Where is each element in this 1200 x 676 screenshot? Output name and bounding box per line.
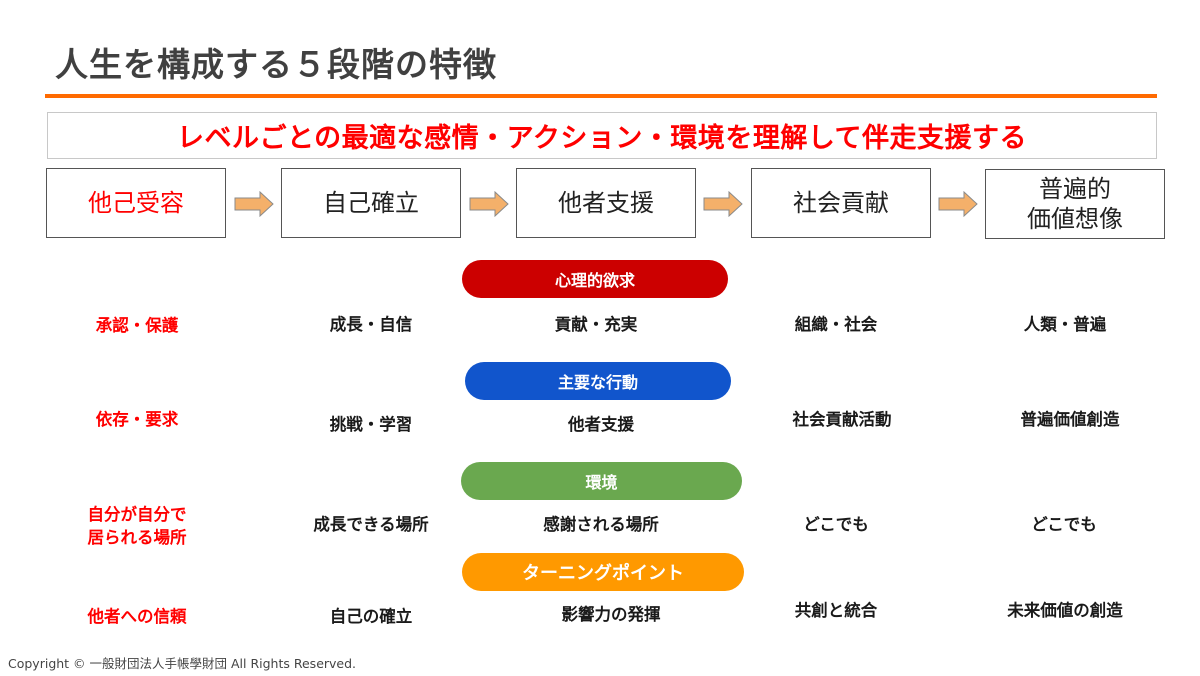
cell-actions-stage2: 挑戦・学習 [329, 415, 413, 434]
cell-needs-stage3: 貢献・充実 [554, 315, 638, 334]
cell-env-stage4: どこでも [803, 515, 869, 534]
stage-box-1: 他己受容 [46, 168, 226, 238]
cell-line1: 自分が自分で [87, 505, 187, 524]
right-arrow-icon [469, 191, 509, 217]
copyright-footer: Copyright © 一般財団法人手帳學財団 All Rights Reser… [8, 656, 357, 671]
cell-env-stage2: 成長できる場所 [313, 515, 429, 534]
cell-needs-stage1: 承認・保護 [95, 316, 179, 335]
subtitle-box: レベルごとの最適な感情・アクション・環境を理解して伴走支援する [47, 112, 1157, 159]
stage-label-line1: 普遍的 [1039, 175, 1111, 203]
cell-line2: 居られる場所 [87, 528, 187, 547]
cell-env-stage3: 感謝される場所 [543, 515, 659, 534]
cell-needs-stage2: 成長・自信 [329, 315, 413, 334]
cell-needs-stage4: 組織・社会 [794, 315, 878, 334]
category-label: 主要な行動 [557, 373, 638, 392]
cell-actions-stage1: 依存・要求 [95, 410, 179, 429]
right-arrow-icon [703, 191, 743, 217]
category-label: ターニングポイント [522, 563, 684, 584]
stage-label: 他者支援 [558, 189, 654, 217]
category-pill-main-actions: 主要な行動 [465, 362, 731, 400]
right-arrow-icon [234, 191, 274, 217]
category-label: 心理的欲求 [554, 271, 635, 290]
category-pill-environment: 環境 [461, 462, 742, 500]
category-pill-turning-point: ターニングポイント [462, 553, 744, 591]
cell-actions-stage4: 社会貢献活動 [792, 410, 892, 429]
right-arrow-icon [938, 191, 978, 217]
cell-turning-stage5: 未来価値の創造 [1007, 601, 1123, 620]
cell-needs-stage5: 人類・普遍 [1023, 315, 1107, 334]
cell-env-stage1: 自分が自分で 居られる場所 [37, 503, 237, 549]
stage-label: 自己確立 [323, 189, 419, 217]
subtitle: レベルごとの最適な感情・アクション・環境を理解して伴走支援する [176, 123, 1028, 154]
title-divider [45, 94, 1157, 98]
stage-box-5: 普遍的 価値想像 [985, 169, 1165, 239]
stage-box-3: 他者支援 [516, 168, 696, 238]
cell-turning-stage1: 他者への信頼 [87, 607, 187, 626]
stage-box-4: 社会貢献 [751, 168, 931, 238]
page-title: 人生を構成する５段階の特徴 [55, 45, 497, 84]
stage-label-line2: 価値想像 [1027, 205, 1123, 233]
stage-box-2: 自己確立 [281, 168, 461, 238]
cell-turning-stage4: 共創と統合 [794, 601, 878, 620]
cell-env-stage5: どこでも [1031, 515, 1097, 534]
cell-turning-stage2: 自己の確立 [329, 607, 413, 626]
category-label: 環境 [585, 473, 618, 492]
stage-label: 社会貢献 [793, 189, 889, 217]
stage-label: 他己受容 [88, 189, 184, 217]
cell-actions-stage5: 普遍価値創造 [1020, 410, 1120, 429]
cell-actions-stage3: 他者支援 [568, 415, 634, 434]
cell-turning-stage3: 影響力の発揮 [561, 605, 661, 624]
category-pill-psychological-needs: 心理的欲求 [462, 260, 728, 298]
